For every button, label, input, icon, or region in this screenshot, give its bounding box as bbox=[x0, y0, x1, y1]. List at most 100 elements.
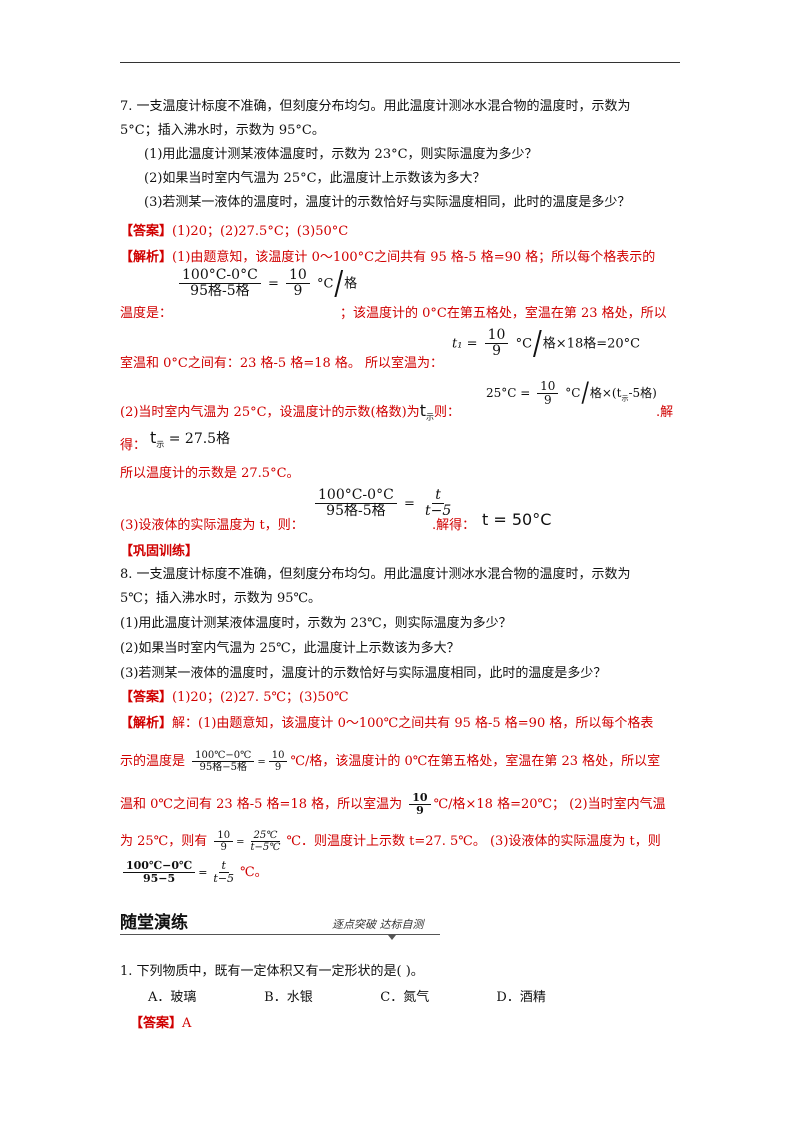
fraction-denominator: 95格-5格 bbox=[190, 283, 250, 300]
q8-analysis-line1: 【解析】解：(1)由题意知，该温度计 0～100℃之间共有 95 格-5 格=9… bbox=[120, 712, 653, 731]
q8-analysis-text1: 解：(1)由题意知，该温度计 0～100℃之间共有 95 格-5 格=90 格，… bbox=[172, 716, 654, 731]
fraction: 100℃−0℃ 95格−5格 bbox=[192, 750, 255, 773]
equals-sign: = bbox=[257, 757, 266, 768]
q8-stem-line1: 8. 一支温度计标度不准确，但刻度分布均匀。用此温度计测冰水混合物的温度时，示数… bbox=[120, 567, 631, 582]
q8-sub2: (2)如果当时室内气温为 25℃，此温度计上示数该为多大？ bbox=[120, 641, 460, 656]
fraction-denominator: t−5 bbox=[424, 503, 452, 520]
q7-analysis-line2b: ；该温度计的 0°C在第五格处，室温在第 23 格处，所以 bbox=[340, 306, 667, 321]
q7-formula-4: t示 = 27.5格 bbox=[150, 428, 230, 450]
q8-analysis-line3: 温和 0℃之间有 23 格-5 格=18 格，所以室温为 10 9 ℃/格×18… bbox=[120, 791, 666, 818]
section-underline bbox=[120, 934, 440, 935]
q7-result: t = 50°C bbox=[482, 510, 552, 529]
q7-analysis-line7a: (3)设液体的实际温度为 t，则： bbox=[120, 518, 304, 533]
q8-analysis-line5: 100℃−0℃ 95−5 = t t−5 ℃。 bbox=[120, 859, 268, 886]
fraction-denominator: 95格-5格 bbox=[326, 503, 386, 520]
fraction-numerator: 10 bbox=[285, 267, 310, 285]
q1-stem: 1. 下列物质中，既有一定体积又有一定形状的是( )。 bbox=[120, 964, 424, 979]
q7-analysis-line2a: 温度是： bbox=[120, 306, 173, 321]
q8-text5b: ℃。 bbox=[240, 865, 268, 881]
unit-degC: °C bbox=[316, 276, 334, 292]
fraction-numerator: 10 bbox=[484, 327, 509, 345]
fraction: 25℃ t−5℃ bbox=[247, 830, 283, 853]
fraction: 10 9 bbox=[285, 267, 310, 300]
fraction-numerator: t bbox=[432, 487, 444, 505]
q8-analysis-label: 【解析】 bbox=[120, 716, 173, 731]
q7-analysis-line4: (2)当时室内气温为 25°C，设温度计的示数(格数)为t示则： bbox=[120, 401, 460, 423]
formula-rest: 格×18格=20°C bbox=[542, 336, 641, 352]
q1-options: A．玻璃 B．水银 C．氮气 D．酒精 bbox=[148, 986, 608, 1005]
formula-rest: 格×(t bbox=[589, 386, 622, 401]
q1-answer-label: 【答案】 bbox=[130, 1016, 183, 1031]
q1-option-b: B．水银 bbox=[264, 990, 313, 1005]
formula-lhs: 25°C = bbox=[486, 386, 531, 401]
q8-answer-text: (1)20；(2)27. 5℃；(3)50℃ bbox=[172, 690, 349, 705]
fraction: t t−5 bbox=[422, 487, 454, 520]
subscript-show: 示 bbox=[156, 439, 165, 449]
q1-answer: 【答案】A bbox=[130, 1012, 191, 1031]
unit-degC: °C bbox=[515, 336, 533, 352]
fraction-denominator: 9 bbox=[416, 804, 424, 818]
q7-analysis-line3a: 室温和 0°C之间有：23 格-5 格=18 格。 所以室温为： bbox=[120, 356, 444, 371]
q1-option-c: C．氮气 bbox=[380, 990, 430, 1005]
equals-sign: = bbox=[236, 837, 245, 848]
fraction: 10 9 bbox=[214, 830, 234, 853]
q8-text4b: ℃．则温度计上示数 t=27. 5℃。 (3)设液体的实际温度为 t，则 bbox=[286, 834, 661, 849]
fraction: 10 9 bbox=[537, 379, 559, 407]
fraction-numerator: 10 bbox=[268, 750, 288, 762]
fraction-denominator: 95格−5格 bbox=[199, 762, 247, 773]
q7-analysis-line1: 【解析】(1)由题意知，该温度计 0～100°C之间共有 95 格-5 格=90… bbox=[120, 246, 655, 265]
fraction-denominator: 95−5 bbox=[143, 872, 176, 886]
caret-icon bbox=[388, 935, 396, 940]
q7-block: 7. 一支温度计标度不准确，但刻度分布均匀。用此温度计测冰水混合物的温度时，示数… bbox=[120, 98, 690, 212]
fraction-numerator: t bbox=[218, 859, 229, 874]
formula-rest2: -5格) bbox=[628, 386, 657, 401]
unit-degC: °C bbox=[565, 386, 581, 401]
q7-analysis-line4c: .解 bbox=[656, 405, 674, 420]
fraction-denominator: t−5℃ bbox=[250, 842, 281, 853]
q8-text3b: ℃/格×18 格=20℃； (2)当时室内气温 bbox=[433, 797, 666, 813]
q7-formula-5: 100°C-0°C 95格-5格 = t t−5 bbox=[312, 487, 457, 520]
q7-stem-line2: 5°C；插入沸水时，示数为 95°C。 bbox=[120, 123, 325, 138]
section-tag: 逐点突破 达标自测 bbox=[332, 918, 424, 931]
q7-analysis-line7b: .解得： bbox=[432, 518, 476, 533]
q7-formula-3: 25°C = 10 9 °C/格×(t示-5格) bbox=[486, 378, 657, 410]
fraction-denominator: t−5 bbox=[213, 872, 235, 886]
fraction: 10 9 bbox=[268, 750, 288, 773]
formula-lhs: t₁ = bbox=[452, 336, 478, 352]
slash-symbol: / bbox=[581, 378, 589, 410]
subscript-show: 示 bbox=[621, 394, 629, 403]
q8-analysis-line4: 为 25℃，则有 10 9 = 25℃ t−5℃ ℃．则温度计上示数 t=27.… bbox=[120, 830, 661, 853]
fraction-denominator: 9 bbox=[274, 762, 282, 773]
fraction-numerator: 100℃−0℃ bbox=[192, 750, 255, 762]
equals-sign: = bbox=[403, 496, 415, 512]
q7-formula-2: t₁ = 10 9 °C/格×18格=20°C bbox=[452, 325, 641, 363]
fraction-numerator: 10 bbox=[409, 791, 431, 806]
variable-t: t bbox=[419, 401, 426, 420]
q7-answer-label: 【答案】 bbox=[120, 224, 173, 239]
q7-sub1: (1)用此温度计测某液体温度时，示数为 23°C，则实际温度为多少？ bbox=[144, 147, 538, 162]
q8-answer: 【答案】(1)20；(2)27. 5℃；(3)50℃ bbox=[120, 686, 349, 705]
fraction: t t−5 bbox=[210, 859, 237, 886]
fraction-numerator: 100°C-0°C bbox=[179, 267, 261, 285]
q8-text2a: 示的温度是 bbox=[120, 754, 186, 769]
consolidate-label: 【巩固训练】 bbox=[120, 544, 199, 559]
section-title: 随堂演练 bbox=[120, 913, 188, 933]
fraction: 100°C-0°C 95格-5格 bbox=[315, 487, 397, 520]
q7-sub2: (2)如果当时室内气温为 25°C，此温度计上示数该为多大？ bbox=[144, 171, 486, 186]
unit-grid: 格 bbox=[344, 276, 358, 292]
fraction-denominator: 9 bbox=[492, 343, 501, 360]
formula-rest: = 27.5格 bbox=[168, 431, 231, 447]
q7-formula-1: 100°C-0°C 95格-5格 = 10 9 °C/格 bbox=[176, 265, 358, 303]
q7-analysis-text4b: 则： bbox=[433, 405, 460, 420]
q8-text3a: 温和 0℃之间有 23 格-5 格=18 格，所以室温为 bbox=[120, 797, 403, 813]
q7-analysis-line6: 所以温度计的示数是 27.5°C。 bbox=[120, 466, 300, 481]
q8-answer-label: 【答案】 bbox=[120, 690, 173, 705]
q7-stem-line1: 7. 一支温度计标度不准确，但刻度分布均匀。用此温度计测冰水混合物的温度时，示数… bbox=[120, 99, 631, 114]
fraction-numerator: 10 bbox=[537, 379, 559, 395]
fraction: 10 9 bbox=[484, 327, 509, 360]
q7-analysis-text4a: (2)当时室内气温为 25°C，设温度计的示数(格数)为 bbox=[120, 405, 420, 420]
fraction-numerator: 100℃−0℃ bbox=[123, 859, 196, 874]
fraction: 10 9 bbox=[409, 791, 431, 818]
equals-sign: = bbox=[198, 866, 208, 880]
q8-text4a: 为 25℃，则有 bbox=[120, 834, 208, 849]
